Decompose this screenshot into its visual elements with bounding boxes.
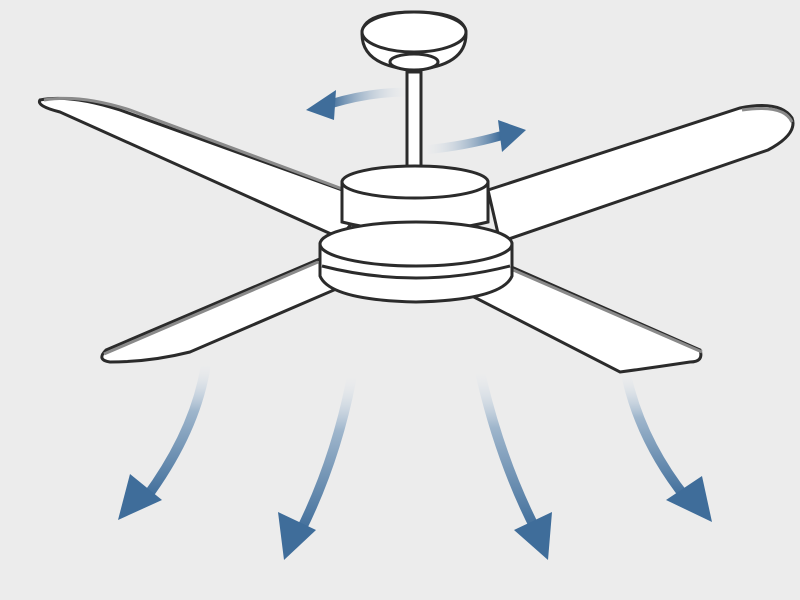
fan-blade-lower-left [100, 256, 336, 364]
motor-light-housing [318, 220, 514, 304]
ceiling-canopy [360, 10, 468, 72]
fan-blade-upper-right [486, 104, 795, 244]
airflow-arrow-down-icon [621, 369, 712, 522]
motor-upper-housing [340, 164, 490, 233]
airflow-arrow-down-icon [475, 367, 552, 560]
rotation-arrow-left-icon [306, 87, 413, 120]
airflow-arrow-down-icon [278, 371, 357, 560]
fan-blade-upper-left [37, 96, 373, 240]
airflow-arrow-down-icon [118, 359, 211, 520]
rotation-arrow-right-icon [419, 120, 526, 155]
